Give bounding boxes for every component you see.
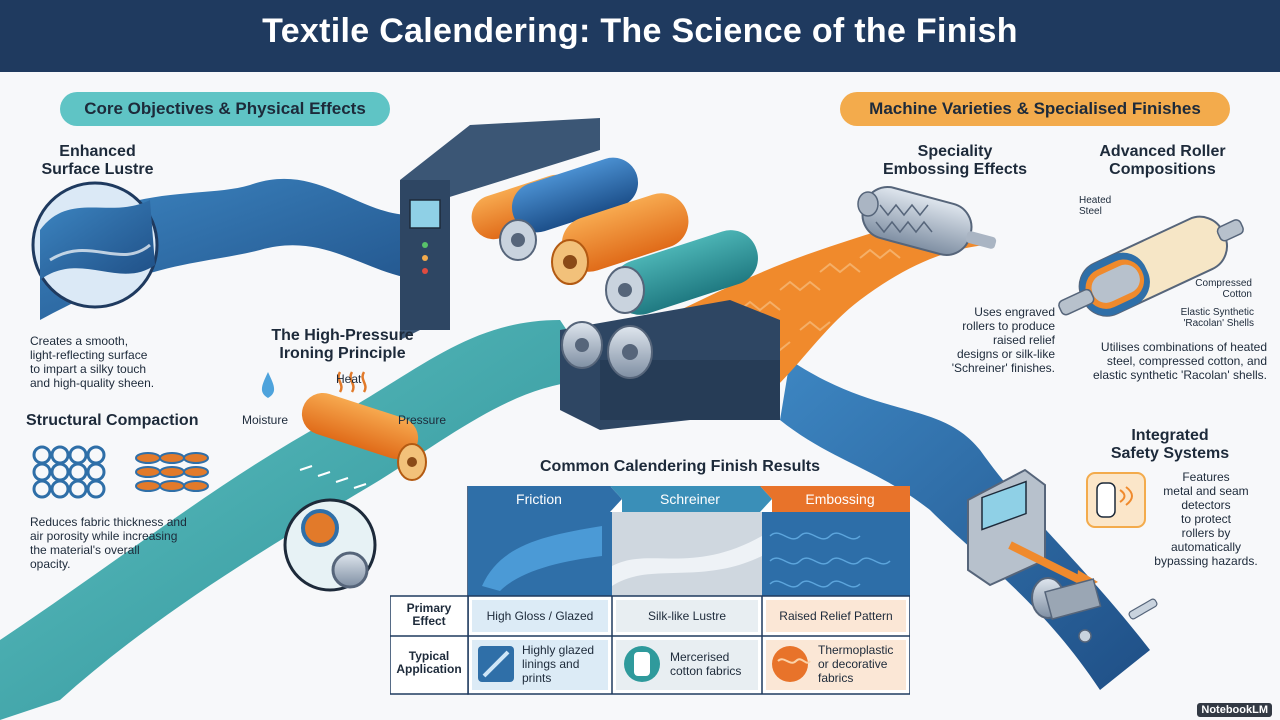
safety-desc-line4: to protect — [1180, 512, 1232, 526]
compressed-cotton-line2: Cotton — [1222, 289, 1252, 300]
embossing-app-line3: fabrics — [818, 671, 854, 685]
safety-desc-line1: Features — [1182, 470, 1230, 484]
embossing-app-line1: Thermoplastic — [818, 643, 894, 657]
safety-description: Features metal and seam detectors to pro… — [1150, 470, 1262, 568]
compressed-cotton-label: Compressed Cotton — [1190, 278, 1252, 300]
friction-app-line3: prints — [522, 671, 552, 685]
elastic-synthetic-label: Elastic Synthetic 'Racolan' Shells — [1158, 307, 1254, 329]
embossing-desc-line5: 'Schreiner' finishes. — [951, 361, 1055, 375]
calender-machine-illustration — [0, 118, 1244, 720]
embossing-desc-line3: raised relief — [992, 333, 1055, 347]
title-bar — [0, 0, 1280, 72]
finish-results-title: Common Calendering Finish Results — [540, 458, 821, 475]
page-title: Textile Calendering: The Science of the … — [262, 12, 1018, 50]
embossing-heading-line2: Embossing Effects — [882, 161, 1028, 178]
safety-heading: Integrated Safety Systems — [1095, 427, 1245, 463]
schreiner-application: Mercerised cotton fabrics — [670, 650, 762, 678]
heated-steel-label: Heated Steel — [1079, 195, 1111, 217]
compaction-description: Reduces fabric thickness and air porosit… — [30, 515, 220, 571]
compaction-desc-line2: air porosity while increasing — [30, 529, 178, 543]
embossing-app-line2: or decorative — [818, 657, 888, 671]
lustre-desc-line2: light-reflecting surface — [30, 348, 148, 362]
safety-heading-line1: Integrated — [1131, 427, 1209, 444]
heated-steel-line2: Steel — [1079, 206, 1102, 217]
typical-label-line1: Typical — [408, 649, 450, 663]
pressure-label: Pressure — [398, 413, 447, 427]
lustre-desc-line1: Creates a smooth, — [30, 334, 129, 348]
lustre-heading-line2: Surface Lustre — [41, 161, 154, 178]
safety-desc-line6: automatically — [1170, 540, 1242, 554]
embossing-application: Thermoplastic or decorative fabrics — [818, 643, 910, 685]
roller-heading: Advanced Roller Compositions — [1075, 143, 1250, 179]
typical-label-line2: Application — [396, 662, 462, 676]
lustre-heading-line1: Enhanced — [59, 143, 136, 160]
tab-embossing: Embossing — [805, 491, 875, 507]
friction-primary-effect: High Gloss / Glazed — [486, 609, 594, 623]
lustre-desc-line4: and high-quality sheen. — [30, 376, 155, 390]
compaction-desc-line3: the material's overall — [30, 543, 140, 557]
row-primary-effect-label: Primary Effect — [390, 602, 468, 628]
roller-heading-line1: Advanced Roller — [1099, 143, 1226, 160]
finish-results-table — [390, 486, 910, 695]
embossing-heading-line1: Speciality — [917, 143, 993, 160]
elastic-synthetic-line1: Elastic Synthetic — [1180, 307, 1254, 318]
heat-label: Heat — [336, 372, 362, 386]
compressed-cotton-line1: Compressed — [1195, 278, 1252, 289]
core-objectives-pill: Core Objectives & Physical Effects — [60, 92, 390, 126]
compaction-desc-line4: opacity. — [30, 557, 71, 571]
heated-steel-line1: Heated — [1079, 195, 1112, 206]
tab-schreiner: Schreiner — [660, 491, 720, 507]
safety-desc-line7: bypassing hazards. — [1154, 554, 1258, 568]
lustre-desc-line3: to impart a silky touch — [30, 362, 147, 376]
schreiner-primary-effect: Silk-like Lustre — [647, 609, 727, 623]
roller-heading-line2: Compositions — [1109, 161, 1216, 178]
moisture-label: Moisture — [242, 413, 289, 427]
embossing-desc-line1: Uses engraved — [974, 305, 1055, 319]
notebooklm-watermark: NotebookLM — [1197, 703, 1272, 717]
schreiner-app-line1: Mercerised — [670, 650, 730, 664]
embossing-desc-line4: designs or silk-like — [956, 347, 1055, 361]
embossing-heading: Speciality Embossing Effects — [870, 143, 1040, 179]
ironing-heading-line1: The High-Pressure — [271, 327, 414, 344]
ironing-heading: The High-Pressure Ironing Principle — [255, 327, 430, 363]
safety-desc-line3: detectors — [1181, 498, 1231, 512]
safety-heading-line2: Safety Systems — [1110, 445, 1230, 462]
elastic-synthetic-line2: 'Racolan' Shells — [1183, 318, 1254, 329]
safety-desc-line5: rollers by — [1181, 526, 1231, 540]
compaction-desc-line1: Reduces fabric thickness and — [30, 515, 187, 529]
row-typical-application-label: Typical Application — [390, 650, 468, 676]
embossing-description: Uses engraved rollers to produce raised … — [905, 305, 1055, 375]
primary-label-line2: Effect — [412, 614, 446, 628]
roller-desc-line2: steel, compressed cotton, and — [1106, 354, 1267, 368]
roller-description: Utilises combinations of heated steel, c… — [1062, 340, 1267, 382]
friction-application: Highly glazed linings and prints — [522, 643, 612, 685]
tab-friction: Friction — [516, 491, 562, 507]
schreiner-app-line2: cotton fabrics — [670, 664, 742, 678]
ironing-heading-line2: Ironing Principle — [279, 345, 406, 362]
safety-desc-line2: metal and seam — [1163, 484, 1249, 498]
roller-desc-line1: Utilises combinations of heated — [1100, 340, 1267, 354]
machine-varieties-pill: Machine Varieties & Specialised Finishes — [840, 92, 1230, 126]
roller-desc-line3: elastic synthetic 'Racolan' shells. — [1093, 368, 1267, 382]
primary-label-line1: Primary — [406, 601, 452, 615]
friction-app-line2: linings and — [522, 657, 580, 671]
compaction-heading: Structural Compaction — [26, 412, 199, 429]
embossing-primary-effect: Raised Relief Pattern — [779, 609, 893, 623]
lustre-description: Creates a smooth, light-reflecting surfa… — [30, 334, 210, 390]
embossing-desc-line2: rollers to produce — [962, 319, 1055, 333]
lustre-heading: Enhanced Surface Lustre — [20, 143, 175, 179]
friction-app-line1: Highly glazed — [522, 643, 595, 657]
